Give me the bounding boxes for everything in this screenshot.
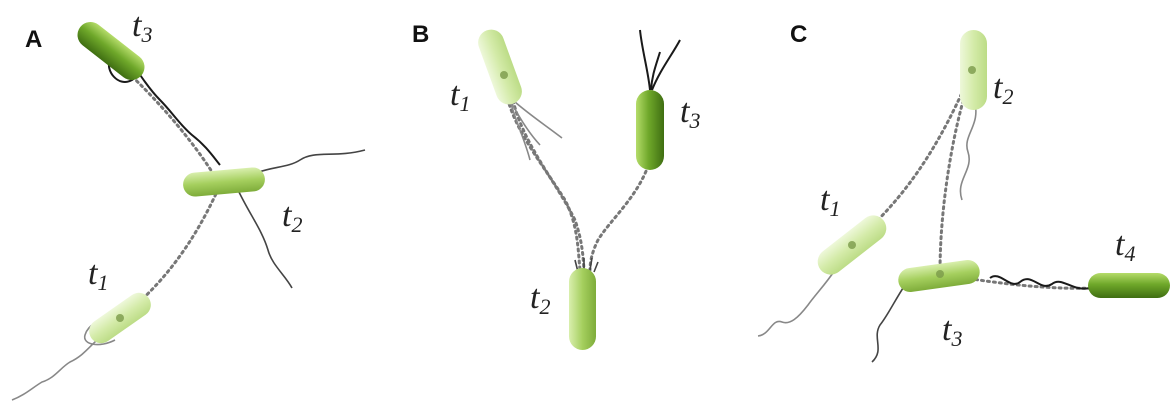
panel-c-cell-t2-center [968,66,976,74]
panel-a-label: A [25,26,42,53]
panel-b-trajectory-1 [504,75,580,270]
panel-b-flagellum-t1-a [510,100,530,160]
panel-b-cell-t2 [569,268,596,350]
panel-b-time-t2: t2 [530,279,550,319]
panel-c-time-t4: t4 [1115,226,1135,266]
panel-a-time-t2: t2 [282,197,302,237]
panel-c-time-t3: t3 [942,311,962,351]
panel-c-time-t2: t2 [993,69,1013,109]
panel-c-label: C [790,21,807,48]
panel-b-trajectory-3 [590,160,650,270]
panel-c: C t2 t1 t4 t3 [758,21,1170,362]
panel-b-time-t1: t1 [450,76,470,116]
panel-c-cell-t1-center [848,241,856,249]
panel-a-time-t3: t3 [132,7,152,47]
panel-b-flagellum-t3-a [640,30,650,90]
panel-a-time-t1: t1 [88,255,108,295]
panel-b-label: B [412,21,429,48]
panel-c-time-t1: t1 [820,181,840,221]
panel-c-cell-t4 [1088,273,1170,298]
panel-a-cell-t1-center [116,314,124,322]
panel-a-flagellum-t3 [130,60,220,165]
panel-b-time-t3: t3 [680,93,700,133]
panel-a-cell-t2 [182,166,266,197]
panel-b-cell-t1-center [500,71,508,79]
panel-c-flagellum-t2 [960,100,975,200]
panel-b-cell-t1 [474,26,525,108]
panel-c-flagellum-t3 [872,285,905,362]
panel-b: B t1 t3 t2 [412,21,700,350]
panel-c-cell-t3-center [936,270,944,278]
panel-a: A t3 t2 t1 [12,7,365,400]
panel-c-flagellum-t1 [758,270,835,336]
panel-b-cell-t3 [636,90,664,170]
